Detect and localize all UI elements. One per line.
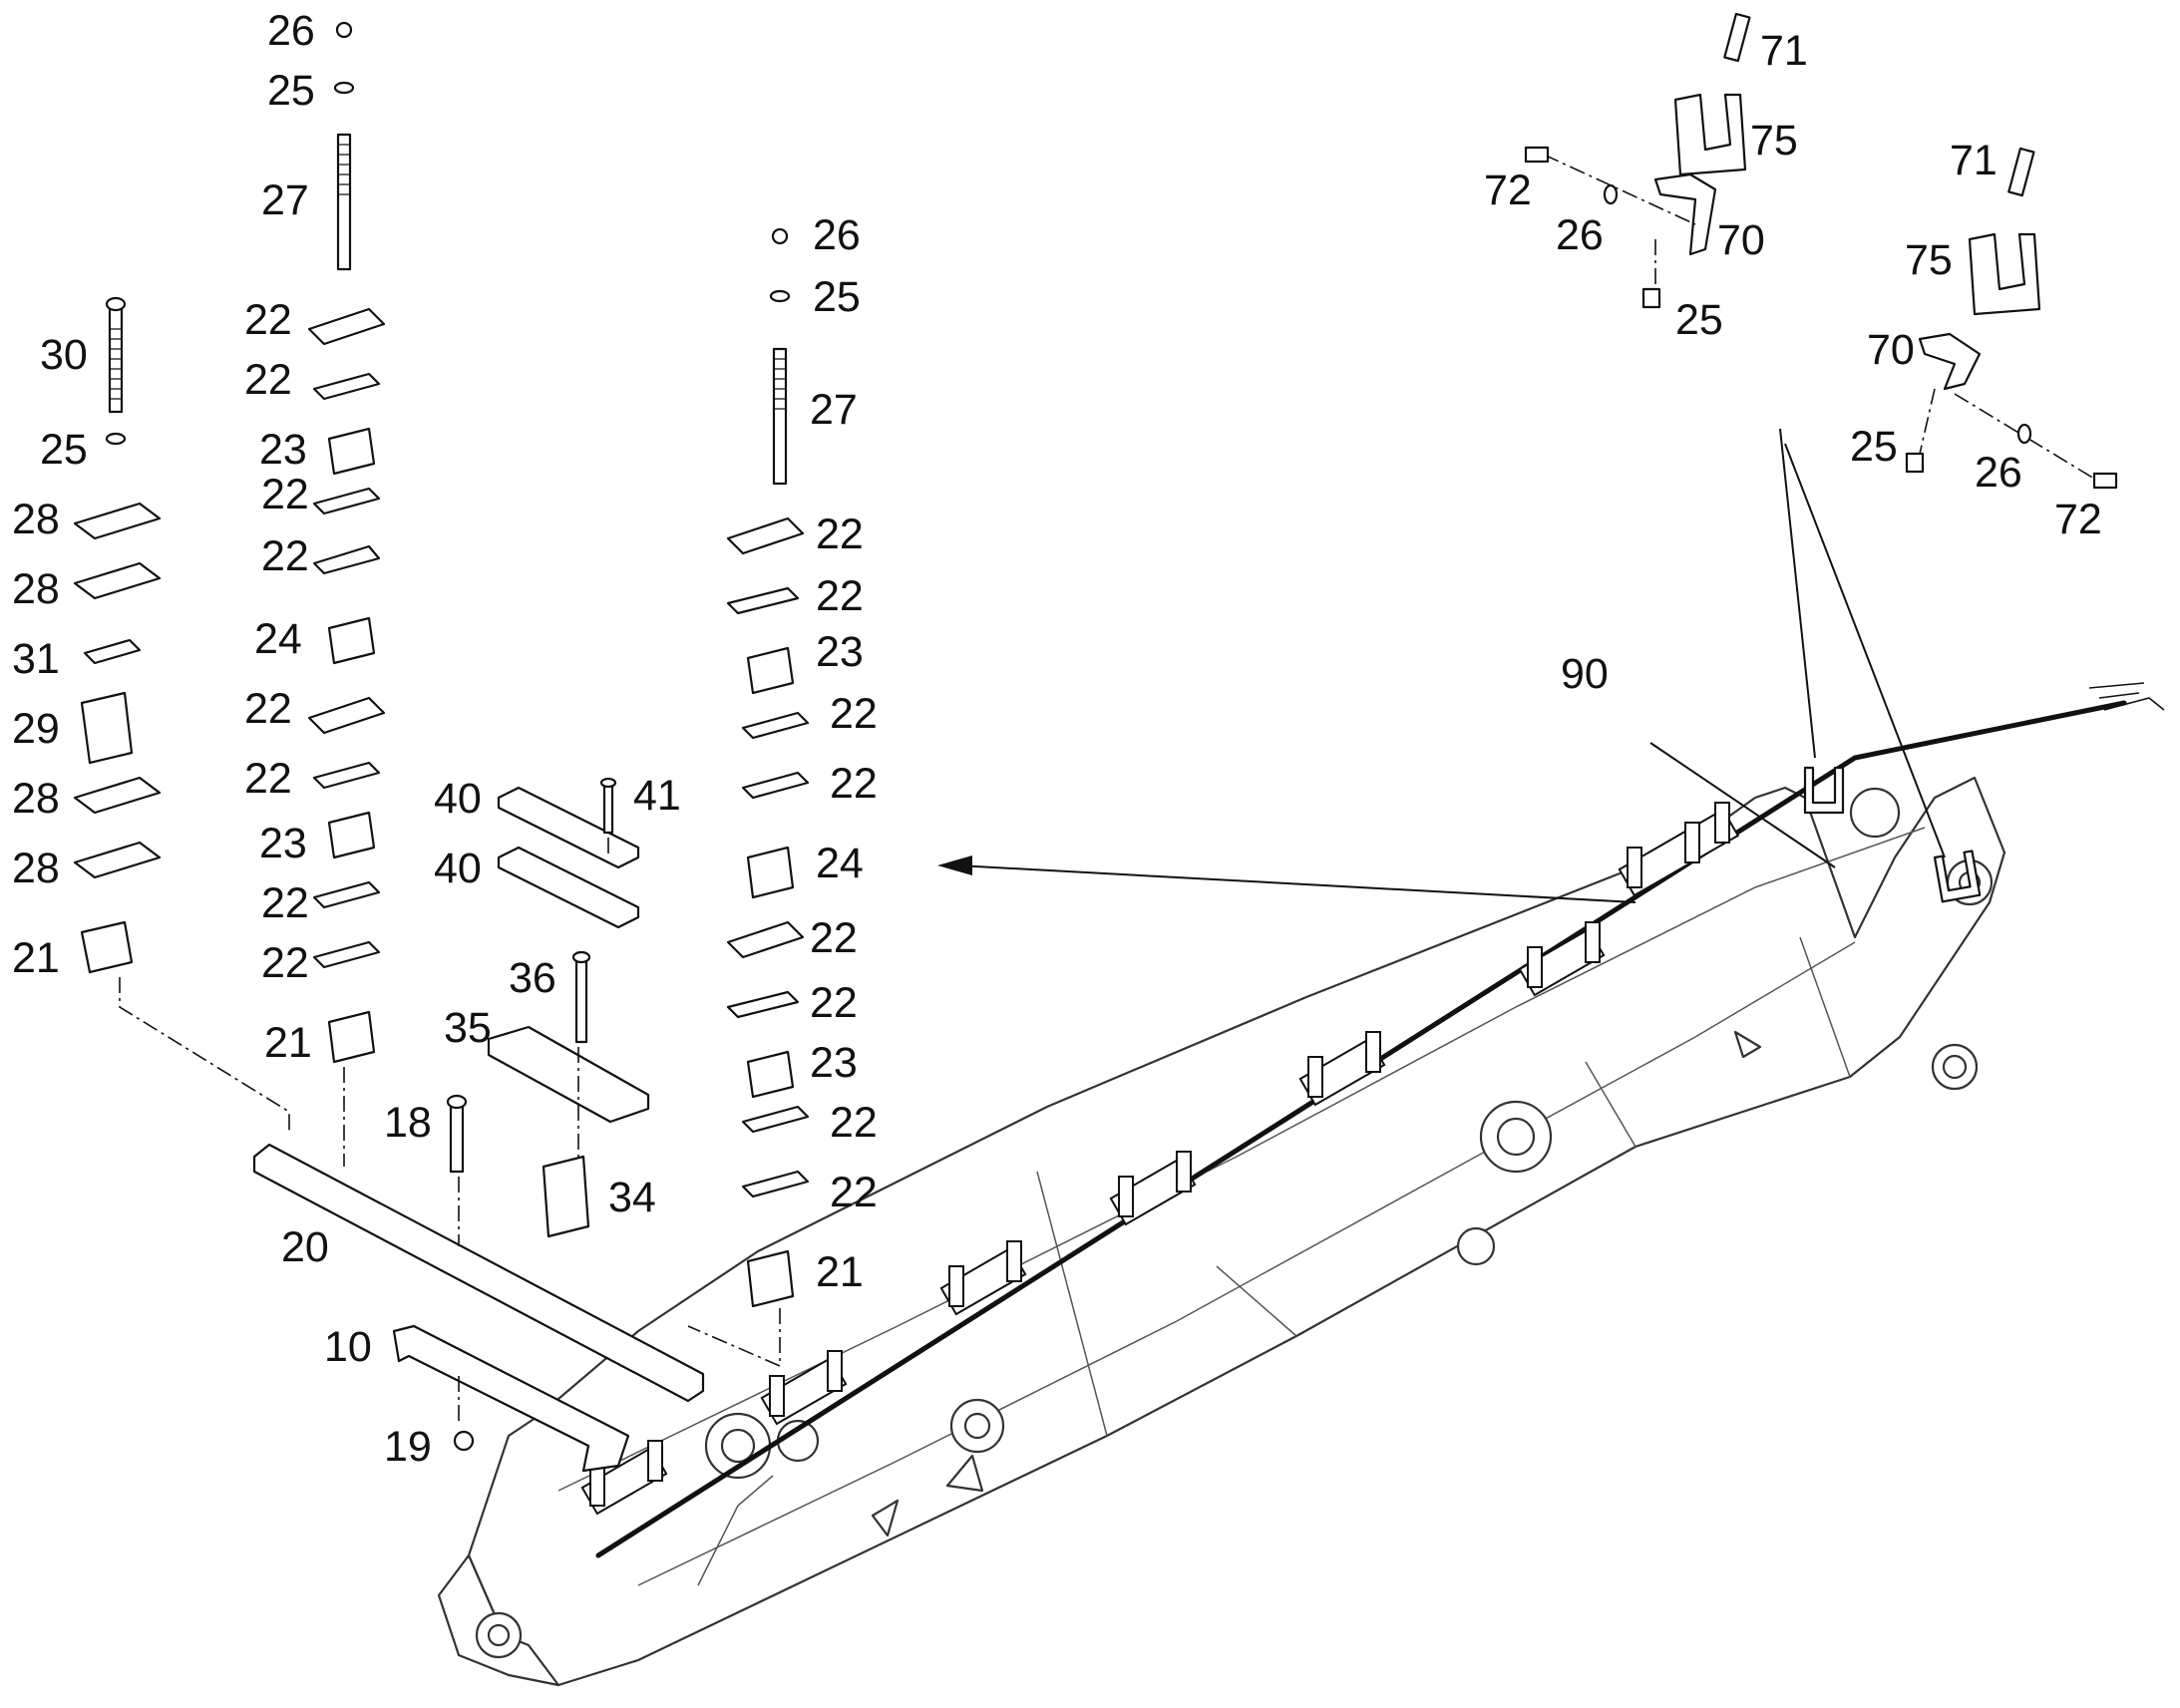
- callout-23: 23: [259, 426, 307, 474]
- callout-28: 28: [12, 775, 60, 823]
- clamp-stack-center: [307, 21, 386, 1167]
- upper-hardware-a: [1524, 12, 1751, 309]
- callout-71: 71: [1950, 137, 1998, 184]
- callout-34: 34: [608, 1174, 656, 1221]
- callout-22: 22: [816, 511, 864, 558]
- callout-18: 18: [384, 1099, 432, 1147]
- callout-21: 21: [12, 934, 60, 982]
- boom-clamp: [580, 1440, 668, 1516]
- callout-22: 22: [810, 979, 858, 1027]
- callout-22: 22: [261, 471, 309, 518]
- callout-28: 28: [12, 496, 60, 543]
- callout-25: 25: [267, 67, 315, 115]
- boom-clamp: [760, 1350, 848, 1426]
- callout-25: 25: [1675, 296, 1723, 344]
- callout-23: 23: [810, 1039, 858, 1087]
- callout-22: 22: [816, 572, 864, 620]
- callout-40: 40: [434, 775, 482, 823]
- boom-assembly: [437, 776, 2006, 1687]
- callout-28: 28: [12, 565, 60, 613]
- callout-23: 23: [259, 820, 307, 867]
- callout-22: 22: [261, 532, 309, 580]
- callout-36: 36: [509, 954, 556, 1002]
- upper-hardware-b: [1905, 147, 2118, 490]
- tip-bracket: [1803, 766, 1845, 815]
- callout-20: 20: [281, 1223, 329, 1271]
- callout-72: 72: [2054, 496, 2102, 543]
- callout-70: 70: [1717, 216, 1765, 264]
- clamp-stack-left: [73, 296, 290, 1132]
- callout-22: 22: [830, 1099, 878, 1147]
- callout-30: 30: [40, 331, 88, 379]
- callout-70: 70: [1867, 326, 1915, 374]
- leader-lines: [937, 428, 1946, 903]
- callout-75: 75: [1750, 117, 1798, 165]
- callout-22: 22: [244, 755, 292, 803]
- callout-10: 10: [324, 1323, 372, 1371]
- callout-29: 29: [12, 705, 60, 753]
- callout-22: 22: [810, 914, 858, 962]
- callout-22: 22: [830, 690, 878, 738]
- callout-22: 22: [244, 296, 292, 344]
- callout-26: 26: [1975, 449, 2022, 497]
- callout-22: 22: [244, 356, 292, 404]
- boom-clamp: [1109, 1151, 1197, 1226]
- callout-25: 25: [40, 426, 88, 474]
- callout-25: 25: [813, 273, 861, 321]
- clamp-assemblies: [580, 766, 1982, 1516]
- callout-28: 28: [12, 845, 60, 892]
- callout-31: 31: [12, 635, 60, 683]
- callout-24: 24: [254, 615, 302, 663]
- callout-24: 24: [816, 840, 864, 887]
- callout-22: 22: [830, 1169, 878, 1216]
- callout-27: 27: [810, 386, 858, 434]
- clamp-stack-right: [687, 227, 810, 1368]
- boom-clamp: [939, 1240, 1027, 1316]
- callout-22: 22: [261, 879, 309, 927]
- boom-clamp: [1518, 921, 1606, 997]
- callout-75: 75: [1905, 236, 1953, 284]
- callout-72: 72: [1484, 167, 1532, 214]
- callout-26: 26: [267, 7, 315, 55]
- hose-line: [595, 682, 2165, 1558]
- boom-clamp: [1618, 802, 1740, 897]
- callout-22: 22: [244, 685, 292, 733]
- callout-71: 71: [1760, 27, 1808, 75]
- base-plates: [252, 777, 705, 1473]
- callout-labels: 26 25 27 22 22 23 22 22 24 22 22 23 22 2…: [12, 7, 2102, 1471]
- tip-bracket: [1933, 850, 1982, 903]
- callout-19: 19: [384, 1423, 432, 1471]
- callout-21: 21: [264, 1019, 312, 1067]
- callout-90: 90: [1561, 650, 1609, 698]
- callout-41: 41: [633, 772, 681, 820]
- callout-22: 22: [830, 760, 878, 808]
- callout-26: 26: [813, 211, 861, 259]
- callout-40: 40: [434, 845, 482, 892]
- callout-35: 35: [444, 1004, 492, 1052]
- callout-22: 22: [261, 939, 309, 987]
- callout-27: 27: [261, 176, 309, 224]
- callout-23: 23: [816, 628, 864, 676]
- callout-21: 21: [816, 1248, 864, 1296]
- callout-26: 26: [1556, 211, 1604, 259]
- boom-clamp: [1298, 1031, 1386, 1107]
- callout-25: 25: [1850, 423, 1898, 471]
